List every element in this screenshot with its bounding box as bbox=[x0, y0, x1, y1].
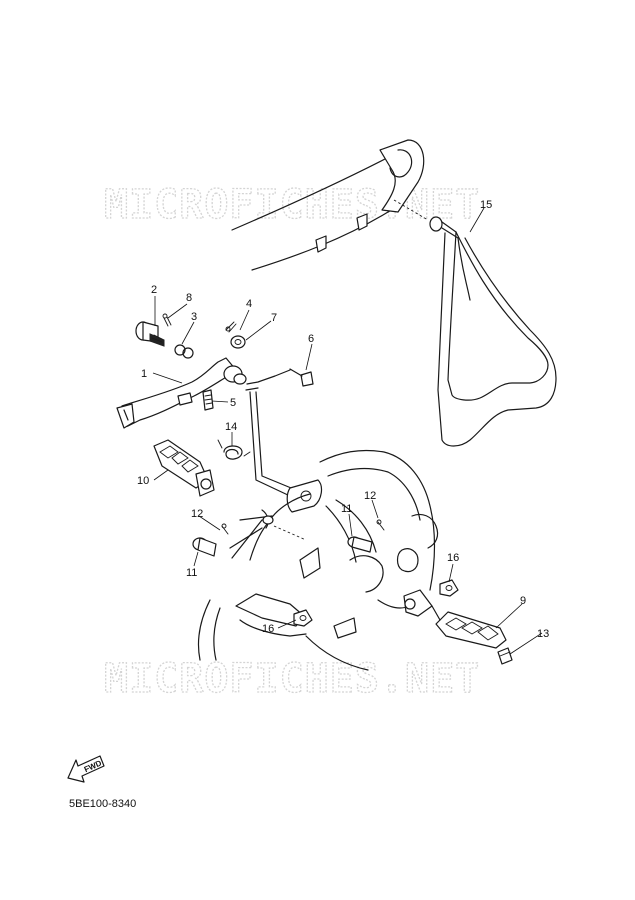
part-4-cotter-pin bbox=[225, 321, 237, 333]
callout-11-right: 11 bbox=[341, 503, 352, 515]
part-5-pin bbox=[202, 389, 214, 411]
callout-14: 14 bbox=[225, 421, 237, 433]
part-16-nut-left bbox=[293, 609, 313, 627]
callout-15: 15 bbox=[480, 199, 492, 211]
callout-3: 3 bbox=[191, 311, 197, 323]
callout-12-left: 12 bbox=[191, 508, 203, 520]
callout-6: 6 bbox=[308, 333, 314, 345]
callout-5: 5 bbox=[230, 397, 236, 409]
part-2-pivot-bolt bbox=[135, 321, 165, 347]
part-6-clevis-pin bbox=[289, 368, 314, 387]
fwd-label: FWD bbox=[83, 758, 104, 774]
callout-11-left: 11 bbox=[186, 567, 197, 579]
part-1-brake-pedal bbox=[116, 357, 291, 429]
callout-9: 9 bbox=[520, 595, 526, 607]
left-bracket-lines bbox=[231, 515, 274, 559]
engine-outline bbox=[197, 449, 439, 671]
part-12-cotter-pin-left bbox=[221, 523, 229, 535]
part-11-bolt-right bbox=[347, 536, 373, 553]
callout-16-right: 16 bbox=[447, 552, 459, 564]
callout-2: 2 bbox=[151, 284, 157, 296]
part-10-left-footrest bbox=[153, 439, 215, 497]
callout-1: 1 bbox=[141, 368, 147, 380]
part-13-clip bbox=[497, 647, 513, 665]
callout-10: 10 bbox=[137, 475, 149, 487]
brake-linkage bbox=[249, 391, 323, 513]
callout-12-right: 12 bbox=[364, 490, 376, 502]
callout-8: 8 bbox=[186, 292, 192, 304]
leader-lines bbox=[152, 207, 543, 655]
part-12-cotter-pin-right bbox=[376, 519, 385, 531]
callout-7: 7 bbox=[271, 312, 277, 324]
frame-outline bbox=[231, 139, 425, 271]
part-11-bolt-left bbox=[192, 537, 217, 557]
callout-16-left: 16 bbox=[262, 623, 274, 635]
watermark-bottom: MICROFICHES.NET bbox=[104, 656, 480, 702]
part-3-o-rings bbox=[174, 344, 194, 359]
fwd-arrow-icon: FWD bbox=[67, 755, 105, 783]
diagram-code: 5BE100-8340 bbox=[69, 798, 136, 810]
part-14-spring bbox=[217, 439, 251, 460]
part-15-sidestand bbox=[393, 199, 557, 447]
part-8-cotter-pin bbox=[162, 313, 172, 327]
part-9-right-footrest bbox=[403, 589, 507, 649]
part-16-nut-right bbox=[439, 579, 459, 597]
watermark-top: MICROFICHES.NET bbox=[104, 182, 480, 228]
callout-13: 13 bbox=[537, 628, 549, 640]
callout-labels: 2 8 3 4 7 6 1 5 14 10 12 11 11 12 16 9 1… bbox=[137, 199, 549, 640]
callout-4: 4 bbox=[246, 298, 252, 310]
part-7-washer bbox=[230, 335, 246, 349]
